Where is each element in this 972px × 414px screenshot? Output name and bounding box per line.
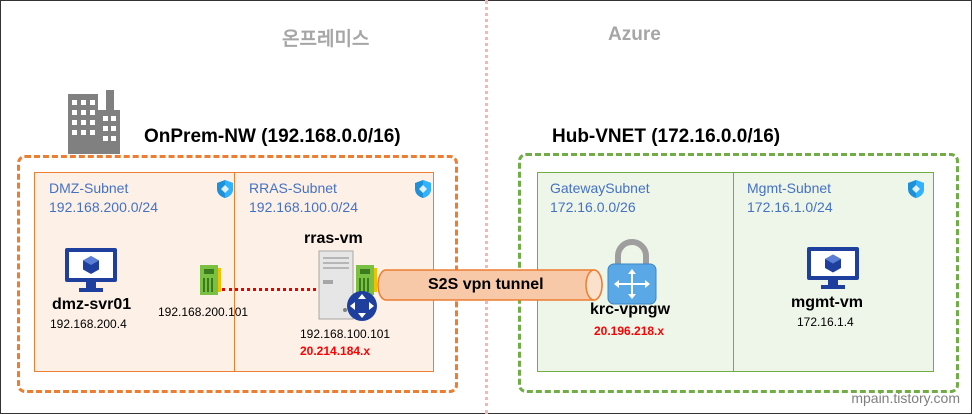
- rras-vm-name: rras-vm: [304, 230, 363, 248]
- monitor-icon: [806, 246, 860, 290]
- mgmt-vm-ip: 172.16.1.4: [797, 315, 854, 329]
- rras-private-ip: 192.168.100.101: [300, 327, 390, 341]
- gateway-subnet-cidr: 172.16.0.0/26: [550, 199, 636, 215]
- shield-icon: [216, 179, 234, 199]
- mgmt-subnet-cidr: 172.16.1.0/24: [747, 199, 833, 215]
- azure-network-title: Hub-VNET (172.16.0.0/16): [552, 126, 780, 148]
- dmz-subnet-cidr: 192.168.200.0/24: [49, 199, 158, 215]
- mgmt-vm-name: mgmt-vm: [791, 294, 863, 312]
- monitor-icon: [64, 247, 118, 293]
- lock-icon: [618, 242, 646, 266]
- rras-subnet-name: RRAS-Subnet: [249, 180, 337, 196]
- gateway-name: krc-vpngw: [590, 301, 670, 319]
- shield-icon: [414, 179, 432, 199]
- router-icon: [346, 290, 378, 322]
- rras-subnet-cidr: 192.168.100.0/24: [249, 199, 358, 215]
- vpn-gateway-icon: [604, 236, 660, 308]
- onprem-azure-divider: [485, 0, 488, 414]
- dmz-nic-ip: 192.168.200.101: [158, 305, 248, 319]
- watermark: mpain.tistory.com: [851, 390, 960, 406]
- gateway-public-ip: 20.196.218.x: [594, 324, 664, 338]
- section-title-azure: Azure: [608, 24, 661, 46]
- shield-icon: [907, 179, 925, 199]
- gateway-subnet-name: GatewaySubnet: [550, 180, 650, 196]
- onprem-network-title: OnPrem-NW (192.168.0.0/16): [144, 126, 401, 148]
- building-icon: [64, 88, 136, 154]
- section-title-onprem: 온프레미스: [282, 24, 369, 51]
- dmz-vm-name: dmz-svr01: [52, 296, 131, 314]
- rras-public-ip: 20.214.184.x: [300, 344, 370, 358]
- nic-icon: [198, 264, 222, 296]
- dmz-vm-ip: 192.168.200.4: [50, 317, 127, 331]
- mgmt-subnet-name: Mgmt-Subnet: [747, 180, 831, 196]
- tunnel-label: S2S vpn tunnel: [428, 276, 544, 294]
- dmz-subnet-name: DMZ-Subnet: [49, 180, 128, 196]
